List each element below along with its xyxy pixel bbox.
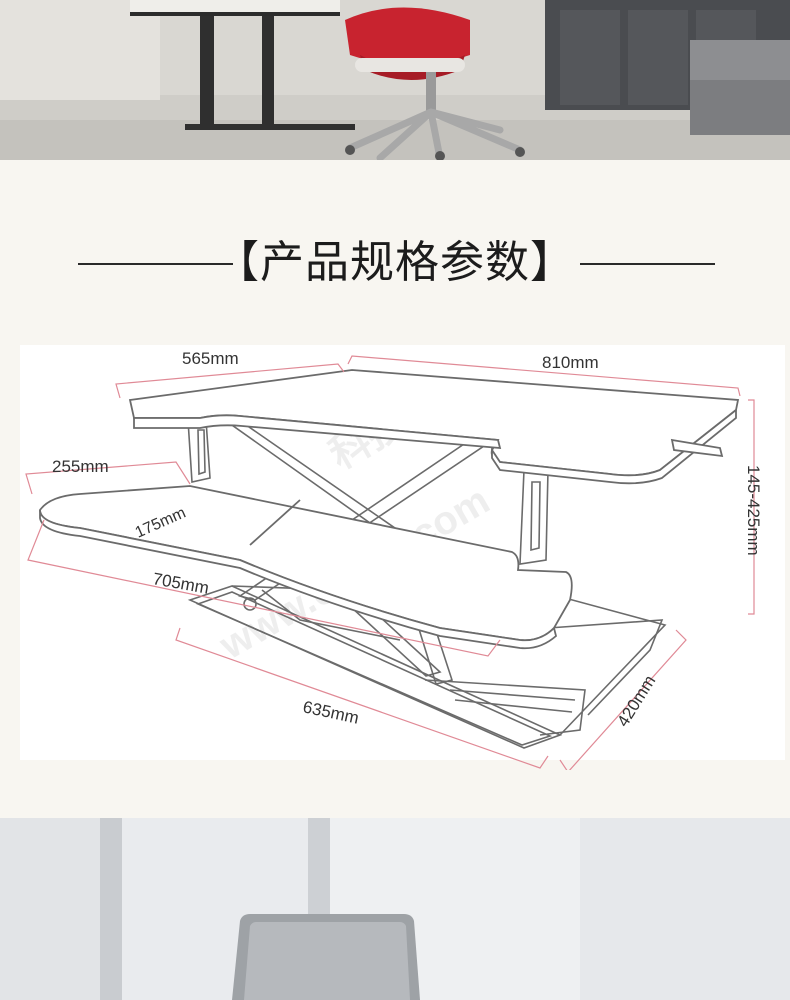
- upper-platform: [128, 369, 740, 485]
- heading-divider-right: [580, 263, 715, 265]
- heading-divider-left: [78, 263, 233, 265]
- office-scene-illustration: [0, 0, 790, 160]
- laptop-scene-illustration: [0, 818, 790, 1000]
- dimension-diagram: www.colpu.com 科技: [0, 340, 790, 773]
- standing-desk-drawing: www.colpu.com 科技: [20, 345, 785, 773]
- dim-label-height: 145-425mm: [744, 465, 763, 556]
- office-photo-top: [0, 0, 790, 160]
- support-posts: [187, 419, 549, 565]
- keyboard-tray: [39, 485, 573, 650]
- dimension-lines: [25, 355, 755, 773]
- section-title: 【产品规格参数】: [215, 237, 575, 288]
- dim-label-255: 255mm: [52, 457, 109, 476]
- spec-section-heading: 【产品规格参数】: [0, 228, 790, 298]
- dim-label-810: 810mm: [542, 353, 599, 372]
- laptop-photo-bottom: [0, 818, 790, 1000]
- dim-label-565: 565mm: [182, 349, 239, 368]
